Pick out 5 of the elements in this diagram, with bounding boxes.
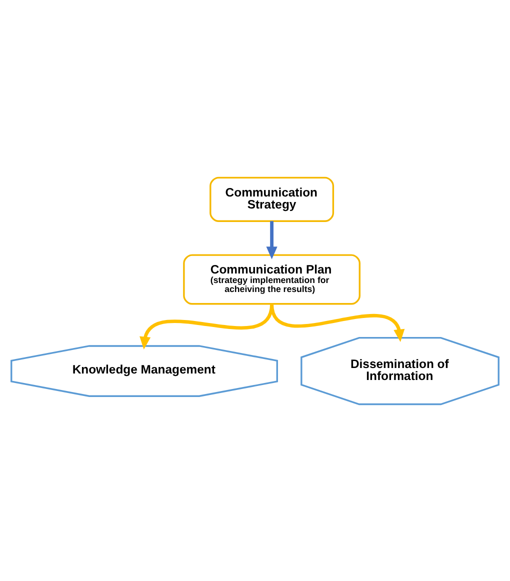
- arrow: [270, 303, 405, 342]
- node-box: Communication Strategy: [210, 176, 334, 222]
- arrow: [266, 220, 278, 259]
- node-box: Communication Plan (strategy implementation for acheiving the results): [183, 254, 360, 304]
- arrow: [140, 303, 274, 349]
